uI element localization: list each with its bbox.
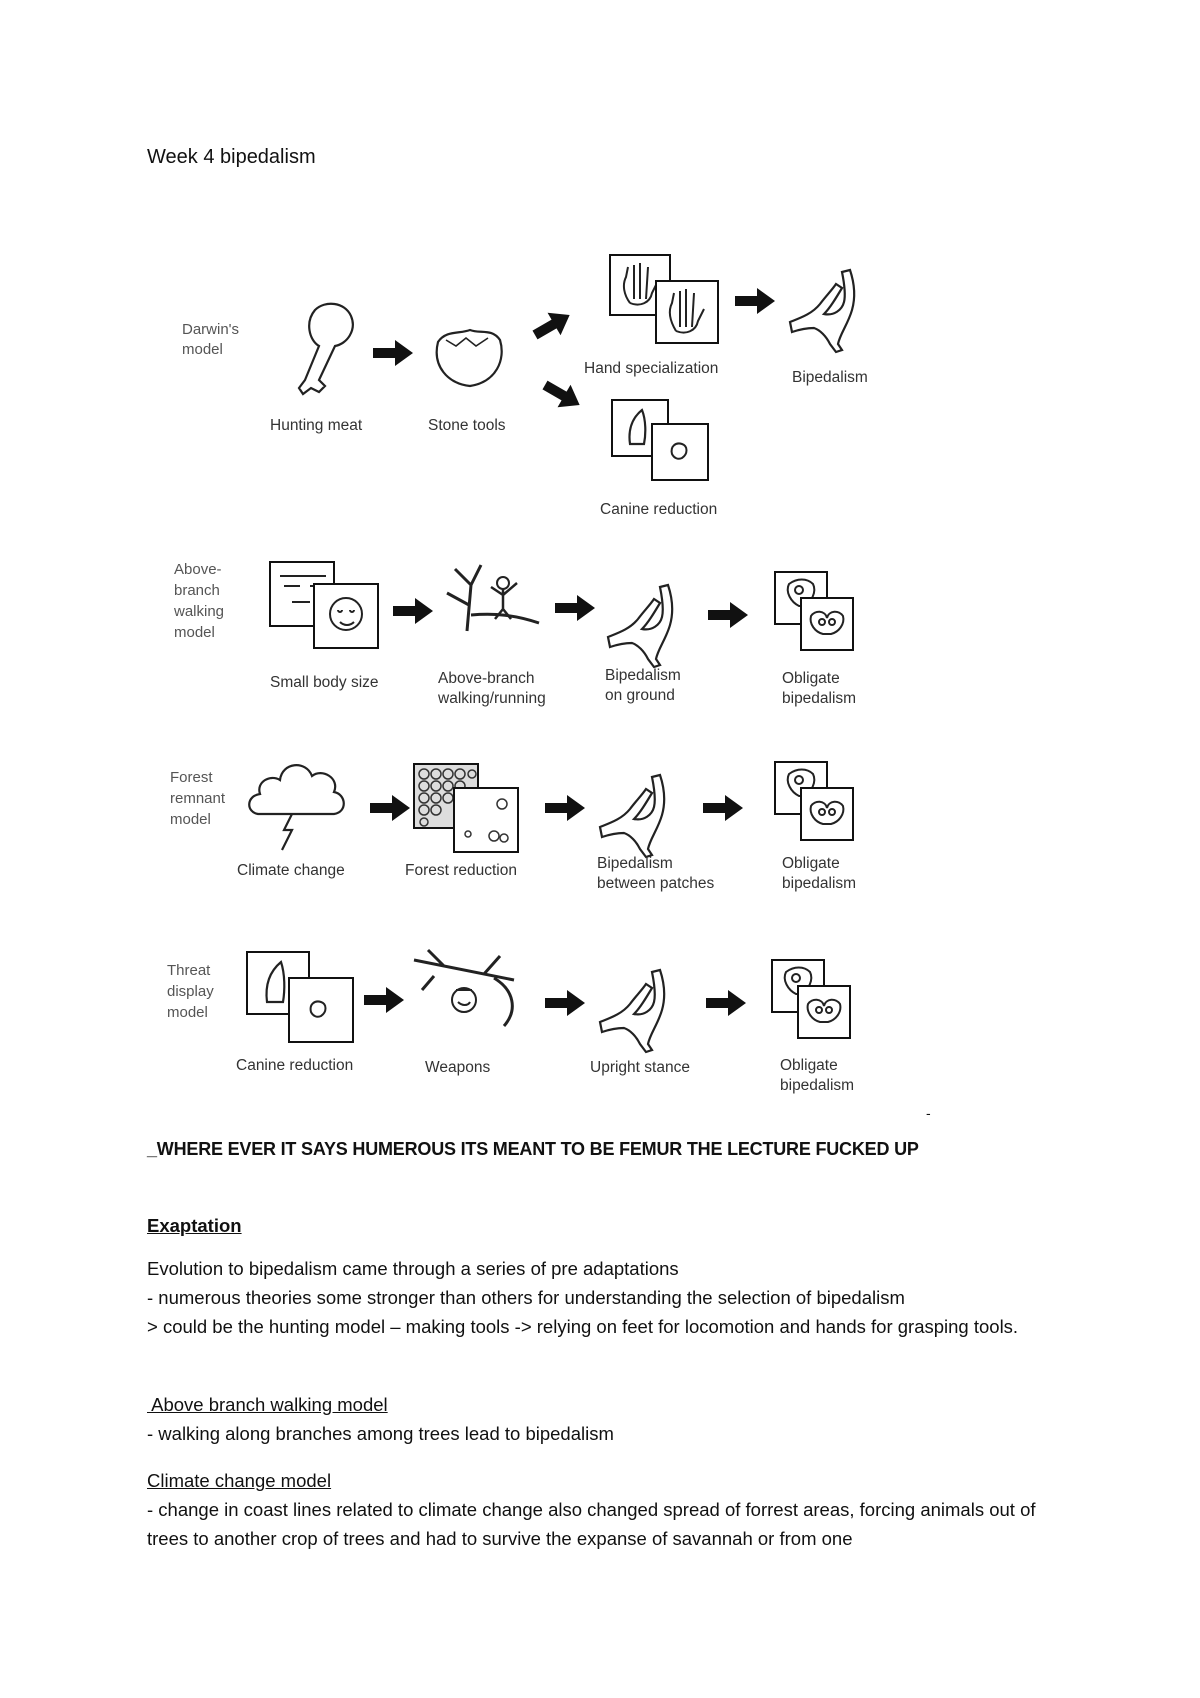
leg-icon bbox=[788, 268, 856, 354]
row-threat-display-model: Threat display model Canine reduction We… bbox=[167, 948, 854, 1094]
tree-icon bbox=[446, 564, 540, 632]
text-line: > could be the hunting model – making to… bbox=[147, 1316, 1019, 1337]
svg-text:model: model bbox=[167, 1004, 208, 1021]
step-label: Obligate bbox=[782, 855, 840, 872]
svg-text:branch: branch bbox=[174, 582, 220, 599]
text-line: - walking along branches among trees lea… bbox=[147, 1423, 614, 1444]
row-above-branch-model: Above- branch walking model Small body s… bbox=[173, 561, 856, 707]
step-label: Upright stance bbox=[590, 1059, 690, 1076]
step-label: Canine reduction bbox=[600, 501, 717, 518]
lecture-notice: _WHERE EVER IT SAYS HUMEROUS ITS MEANT T… bbox=[147, 1139, 919, 1159]
step-label: Hunting meat bbox=[270, 417, 363, 434]
svg-text:walking: walking bbox=[173, 603, 224, 620]
svg-text:on ground: on ground bbox=[605, 687, 675, 704]
section-heading: Above branch walking model bbox=[147, 1394, 388, 1415]
row-label: Above- bbox=[174, 561, 222, 578]
svg-text:model: model bbox=[182, 341, 223, 358]
pelvis-icon bbox=[774, 571, 854, 651]
row-label: Forest bbox=[170, 769, 213, 786]
leg-icon bbox=[606, 583, 674, 669]
row-label: Darwin's bbox=[182, 321, 239, 338]
small-body-icon bbox=[269, 561, 379, 649]
text-line: Evolution to bipedalism came through a s… bbox=[147, 1258, 679, 1279]
pelvis-icon bbox=[771, 959, 851, 1039]
svg-text:bipedalism: bipedalism bbox=[782, 690, 856, 707]
forest-reduction-icon bbox=[413, 763, 519, 853]
svg-text:bipedalism: bipedalism bbox=[782, 875, 856, 892]
step-label: Stone tools bbox=[428, 417, 506, 434]
svg-text:between patches: between patches bbox=[597, 875, 714, 892]
stray-dash: - bbox=[926, 1105, 931, 1121]
section-heading: Climate change model bbox=[147, 1470, 332, 1491]
step-label: Above-branch bbox=[438, 670, 535, 687]
step-label: Bipedalism bbox=[792, 369, 868, 386]
canine-icon bbox=[246, 951, 354, 1043]
page-title: Week 4 bipedalism bbox=[147, 146, 316, 168]
stone-tool-icon bbox=[435, 328, 503, 388]
weapons-icon bbox=[413, 948, 515, 1027]
section-climate-change: Climate change model - change in coast l… bbox=[147, 1466, 1077, 1553]
leg-icon bbox=[598, 773, 666, 859]
step-label: Hand specialization bbox=[584, 360, 718, 377]
step-label: Small body size bbox=[270, 674, 379, 691]
step-label: Obligate bbox=[780, 1057, 838, 1074]
section-heading: Exaptation bbox=[147, 1215, 242, 1236]
section-exaptation: Exaptation Evolution to bipedalism came … bbox=[147, 1211, 1077, 1341]
section-above-branch: Above branch walking model - walking alo… bbox=[147, 1390, 1077, 1448]
svg-text:model: model bbox=[174, 624, 215, 641]
step-label: Canine reduction bbox=[236, 1057, 353, 1074]
svg-text:bipedalism: bipedalism bbox=[780, 1077, 854, 1094]
text-line: - change in coast lines related to clima… bbox=[147, 1499, 1036, 1549]
hunting-meat-icon bbox=[297, 302, 354, 396]
svg-text:model: model bbox=[170, 811, 211, 828]
storm-cloud-icon bbox=[248, 764, 345, 851]
step-label: Obligate bbox=[782, 670, 840, 687]
row-label: Threat bbox=[167, 962, 211, 979]
step-label: Forest reduction bbox=[405, 862, 517, 879]
canine-icon bbox=[610, 398, 710, 482]
step-label: Bipedalism bbox=[605, 667, 681, 684]
svg-text:walking/running: walking/running bbox=[437, 690, 546, 707]
pelvis-icon bbox=[774, 761, 854, 841]
step-label: Weapons bbox=[425, 1059, 490, 1076]
step-label: Climate change bbox=[237, 862, 345, 879]
row-darwins-model: Darwin's model Hand specialization Canin… bbox=[182, 254, 868, 518]
step-label: Bipedalism bbox=[597, 855, 673, 872]
leg-icon bbox=[598, 968, 666, 1054]
svg-text:remnant: remnant bbox=[170, 790, 226, 807]
hand-icon bbox=[609, 254, 719, 344]
row-forest-remnant-model: Forest remnant model Climate change Fo bbox=[170, 761, 856, 892]
text-line: - numerous theories some stronger than o… bbox=[147, 1287, 905, 1308]
svg-text:display: display bbox=[167, 983, 214, 1000]
